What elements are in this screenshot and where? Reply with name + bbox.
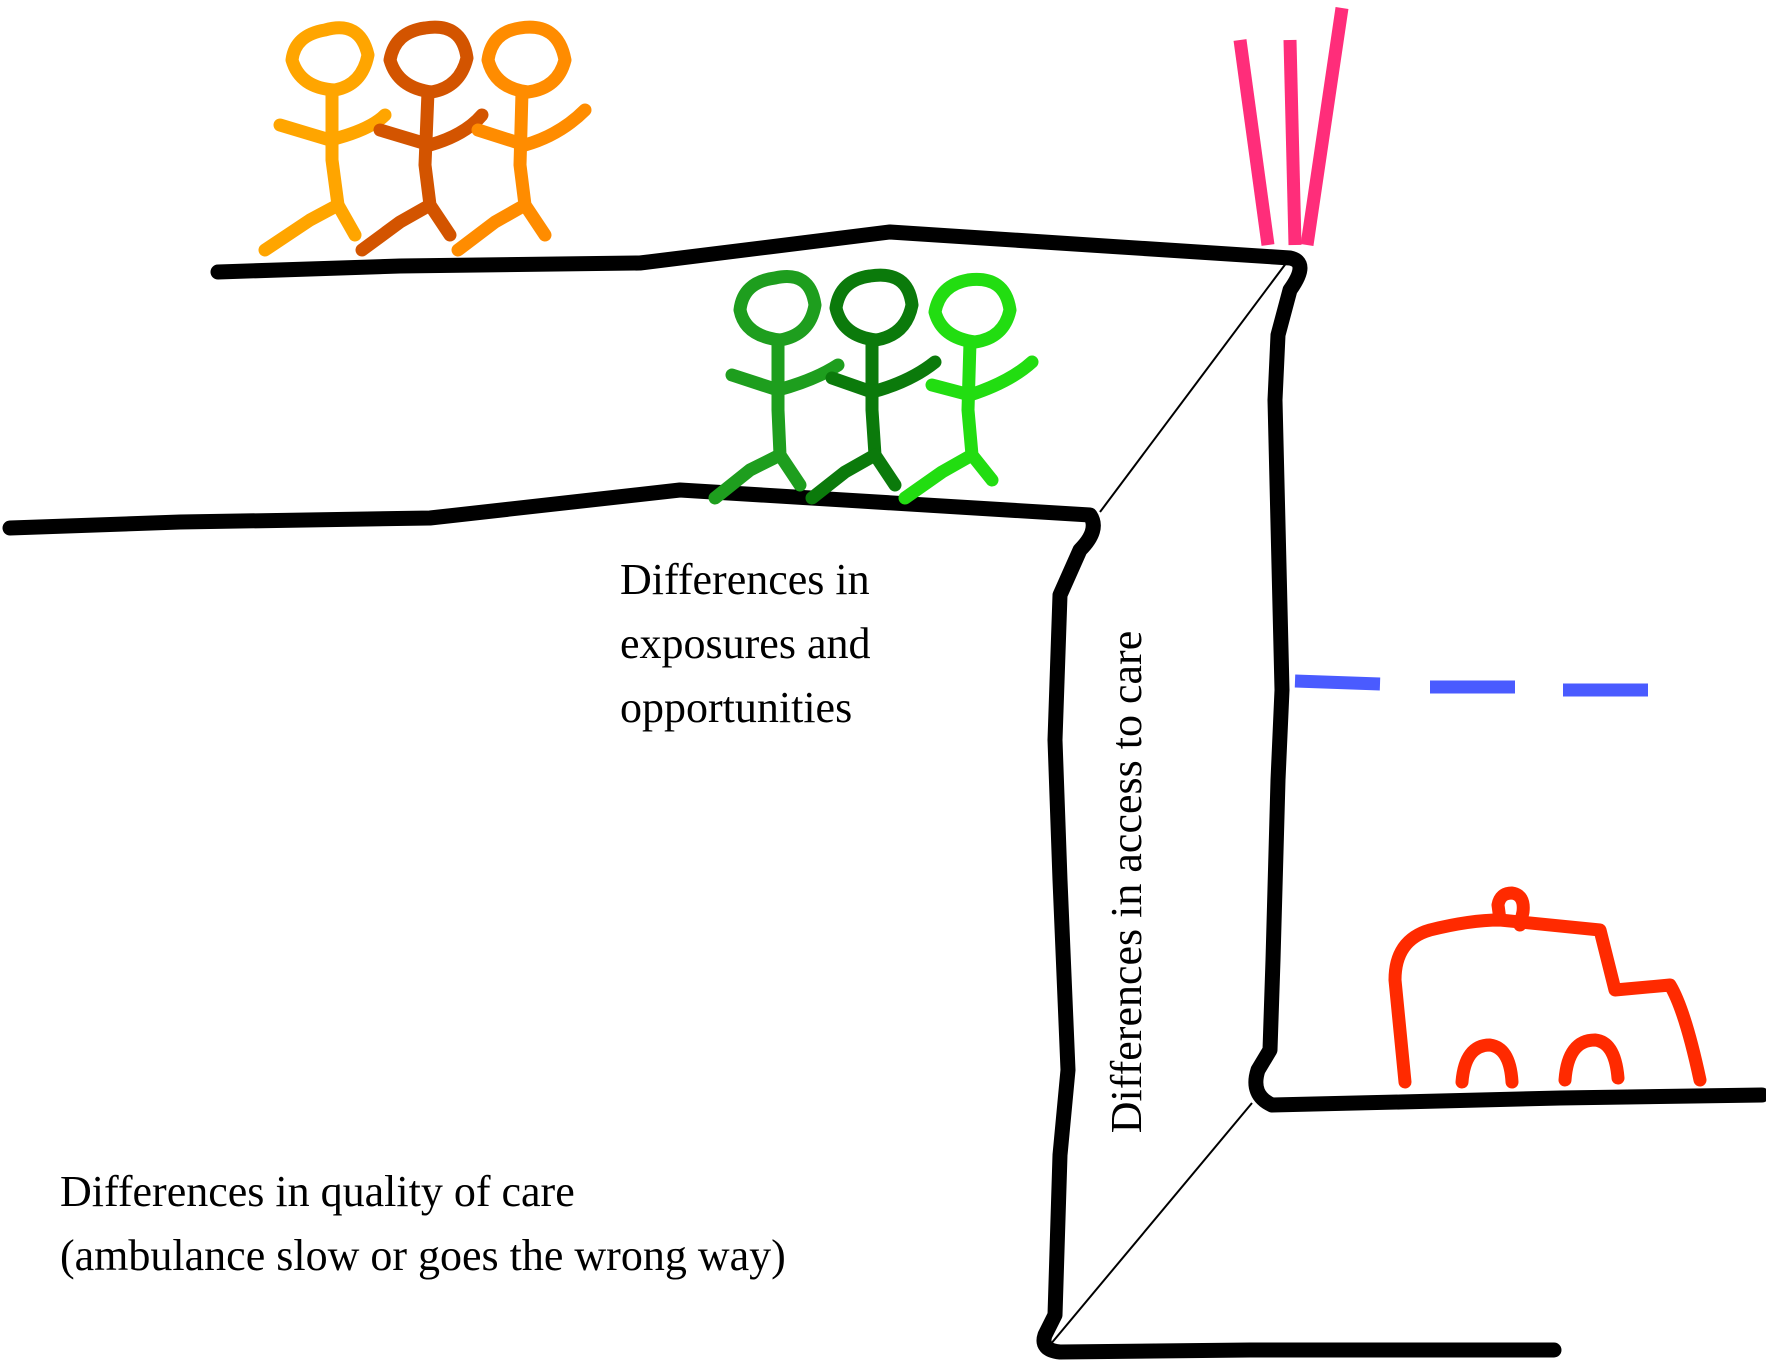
waterfall-icon [1233,7,1349,246]
upper-ledge [210,224,1766,1113]
stick-figure-icon [898,272,1039,505]
dashed-line [1294,674,1648,697]
exposures-label: Differences in exposures and opportuniti… [620,548,871,740]
quality-label: Differences in quality of care (ambulanc… [60,1160,786,1288]
stick-figure-icon [451,20,592,257]
stick-figure-icon [355,20,489,257]
ambulance-icon [1388,886,1707,1089]
stick-figure-icon [258,21,392,257]
exposures-label-line-1: Differences in [620,555,870,604]
exposures-label-line-2: exposures and [620,619,871,668]
quality-label-line-2: (ambulance slow or goes the wrong way) [60,1231,786,1280]
perspective-line-top [1099,261,1288,513]
stick-figure-icon [708,270,845,505]
lower-ledge [2,482,1562,1360]
access-label: Differences in access to care [1102,630,1151,1134]
quality-label-line-1: Differences in quality of care [60,1167,575,1216]
stick-figure-icon [805,268,942,505]
perspective-line-bottom [1049,1102,1253,1346]
exposures-label-line-3: opportunities [620,683,853,732]
